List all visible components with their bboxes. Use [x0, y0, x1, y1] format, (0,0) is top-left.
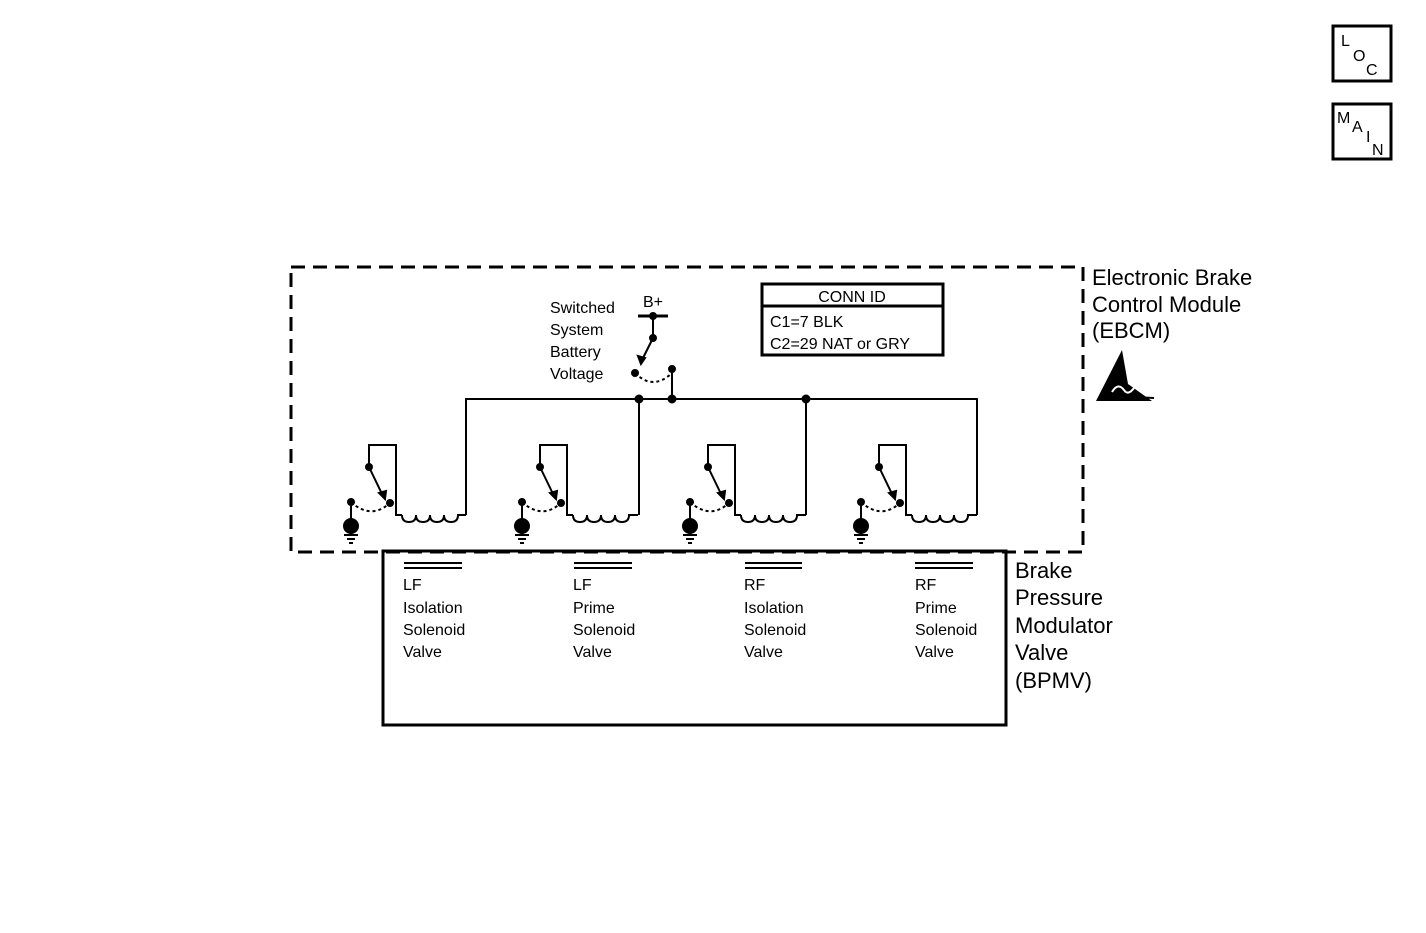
svg-text:N: N [1372, 142, 1384, 159]
svg-text:I: I [1366, 129, 1370, 146]
svg-text:C: C [1366, 62, 1378, 79]
svg-text:Prime: Prime [915, 600, 957, 617]
svg-text:Solenoid: Solenoid [573, 622, 635, 639]
solenoid-driver-3 [682, 444, 806, 544]
svg-text:Brake: Brake [1015, 558, 1072, 583]
svg-text:(BPMV): (BPMV) [1015, 668, 1092, 693]
svg-text:Isolation: Isolation [744, 600, 804, 617]
svg-text:C2=29 NAT or GRY: C2=29 NAT or GRY [770, 336, 910, 353]
battery-relay-switch [631, 312, 676, 399]
svg-text:L: L [1341, 33, 1350, 50]
svg-text:RF: RF [915, 577, 937, 594]
svg-text:LF: LF [403, 577, 422, 594]
ebcm-boundary [289, 265, 1085, 554]
svg-text:Solenoid: Solenoid [744, 622, 806, 639]
svg-text:Valve: Valve [1015, 640, 1068, 665]
svg-text:(EBCM): (EBCM) [1092, 318, 1170, 343]
svg-text:A: A [1352, 119, 1363, 136]
solenoid-driver-1 [343, 444, 466, 544]
svg-text:RF: RF [744, 577, 766, 594]
solenoid-valve-rf-prime: RF Prime Solenoid Valve [915, 562, 977, 661]
svg-text:C1=7 BLK: C1=7 BLK [770, 314, 844, 331]
svg-text:Electronic Brake: Electronic Brake [1092, 265, 1252, 290]
bpmv-box [381, 549, 1008, 727]
solenoid-valve-lf-prime: LF Prime Solenoid Valve [573, 562, 635, 661]
connector-id-table: CONN ID C1=7 BLK C2=29 NAT or GRY [760, 282, 945, 357]
svg-text:Valve: Valve [403, 644, 442, 661]
svg-text:B+: B+ [643, 294, 663, 311]
svg-text:CONN ID: CONN ID [818, 289, 886, 306]
svg-text:O: O [1353, 48, 1365, 65]
svg-text:Valve: Valve [744, 644, 783, 661]
svg-text:Isolation: Isolation [403, 600, 463, 617]
power-source-label: B+ Switched System Battery Voltage [550, 294, 663, 383]
supply-bus [465, 394, 978, 515]
solenoid-driver-4 [853, 444, 977, 544]
svg-text:M: M [1337, 110, 1350, 127]
svg-text:Modulator: Modulator [1015, 613, 1113, 638]
esd-warning-icon [1096, 350, 1155, 401]
svg-text:Valve: Valve [573, 644, 612, 661]
main-button[interactable]: M A I N [1331, 102, 1393, 161]
svg-text:Prime: Prime [573, 600, 615, 617]
loc-button[interactable]: L O C [1331, 24, 1393, 83]
svg-text:Voltage: Voltage [550, 366, 603, 383]
svg-text:Control Module: Control Module [1092, 292, 1241, 317]
svg-text:Pressure: Pressure [1015, 585, 1103, 610]
solenoid-driver-2 [514, 444, 638, 544]
solenoid-valve-rf-isolation: RF Isolation Solenoid Valve [744, 562, 806, 661]
svg-text:LF: LF [573, 577, 592, 594]
solenoid-valve-lf-isolation: LF Isolation Solenoid Valve [403, 562, 465, 661]
svg-text:Switched: Switched [550, 300, 615, 317]
svg-text:Battery: Battery [550, 344, 601, 361]
svg-text:Solenoid: Solenoid [915, 622, 977, 639]
svg-text:System: System [550, 322, 603, 339]
ebcm-label: Electronic Brake Control Module (EBCM) [1092, 265, 1252, 343]
bpmv-label: Brake Pressure Modulator Valve (BPMV) [1015, 558, 1113, 693]
svg-text:Valve: Valve [915, 644, 954, 661]
svg-text:Solenoid: Solenoid [403, 622, 465, 639]
